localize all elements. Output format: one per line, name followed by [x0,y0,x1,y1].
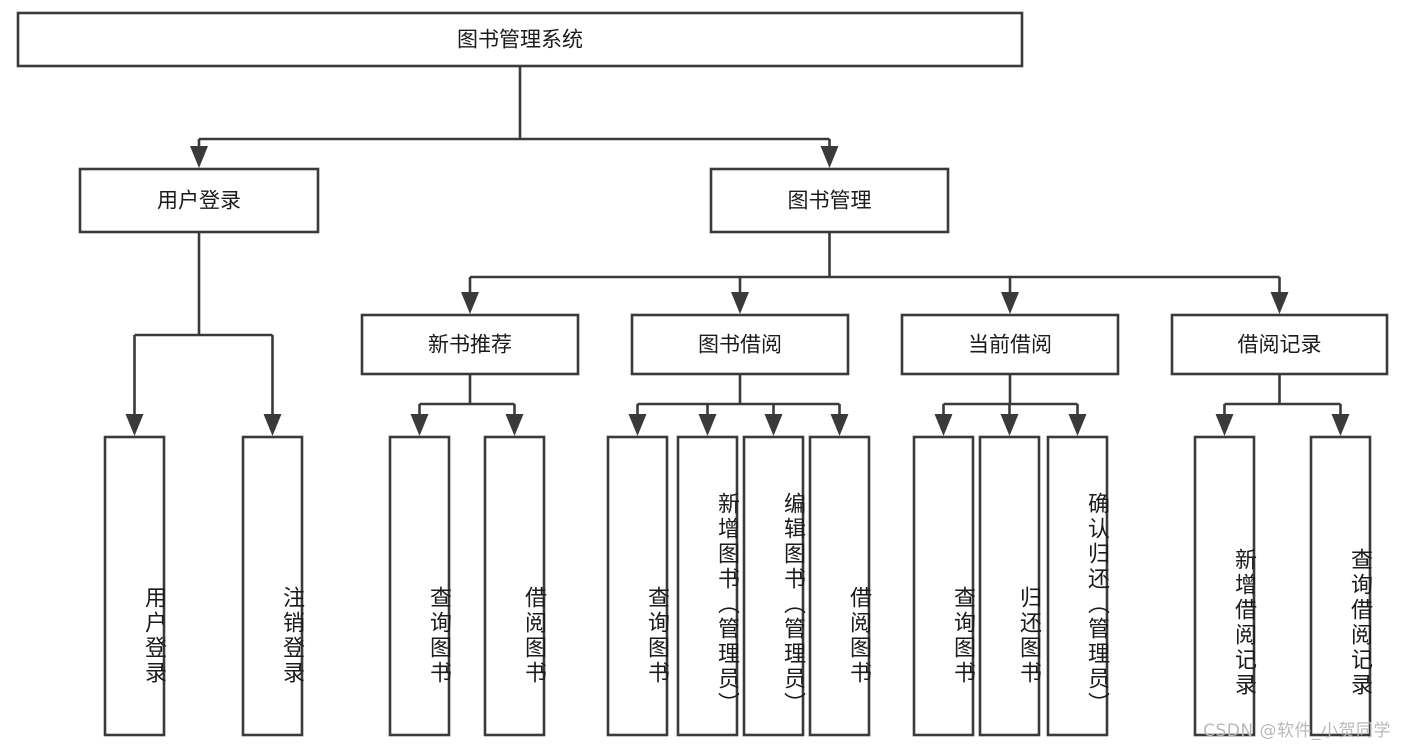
node-leaf-user-login[interactable] [103,435,166,737]
watermark: CSDN @软件_小贺同学 [1203,721,1391,741]
node-leaf-confirm-return[interactable] [1046,435,1109,737]
node-current-borrow[interactable] [900,313,1120,376]
node-label-root: 图书管理系统 [457,28,583,52]
node-leaf-query-book-c[interactable] [912,435,975,737]
level2-box[interactable] [630,313,850,376]
leaf-box[interactable] [742,435,805,737]
level2-box[interactable] [360,313,580,376]
leaf-box[interactable] [483,435,546,737]
leaf-box[interactable] [103,435,166,737]
connector-book-borrow [628,374,849,436]
node-leaf-return-book[interactable] [978,435,1041,737]
leaf-box[interactable] [1309,435,1372,737]
node-borrow-record[interactable] [1170,313,1389,376]
node-book-manage[interactable] [709,167,950,234]
connector-layer [125,66,1350,436]
node-label-book-borrow: 图书借阅 [698,333,782,357]
node-leaf-query-book-rec[interactable] [388,435,451,737]
connector-current-borrow [934,374,1087,436]
node-leaf-query-book-b[interactable] [606,435,669,737]
leaf-box[interactable] [1193,435,1256,737]
node-leaf-add-record[interactable] [1193,435,1256,737]
leaf-box[interactable] [1046,435,1109,737]
node-leaf-query-record[interactable] [1309,435,1372,737]
leaf-box[interactable] [676,435,739,737]
level2-box[interactable] [900,313,1120,376]
level1-box[interactable] [78,167,320,234]
node-layer [16,11,1389,737]
connector-user-login [125,232,282,436]
node-book-borrow[interactable] [630,313,850,376]
node-user-login[interactable] [78,167,320,234]
node-leaf-borrow-book-b[interactable] [808,435,871,737]
leaf-box[interactable] [388,435,451,737]
root-box[interactable] [16,11,1024,68]
level2-box[interactable] [1170,313,1389,376]
connector-book-manage [461,232,1289,314]
connector-root [190,66,839,168]
node-new-book-recommend[interactable] [360,313,580,376]
connector-borrow-record [1215,374,1350,436]
level1-box[interactable] [709,167,950,234]
leaf-box[interactable] [978,435,1041,737]
node-leaf-edit-book[interactable] [742,435,805,737]
node-root[interactable] [16,11,1024,68]
node-label-borrow-record: 借阅记录 [1238,333,1322,357]
node-label-new-book-recommend: 新书推荐 [428,333,512,357]
node-label-book-manage: 图书管理 [788,189,872,213]
leaf-box[interactable] [241,435,304,737]
node-leaf-add-book[interactable] [676,435,739,737]
node-leaf-logout[interactable] [241,435,304,737]
node-label-user-login: 用户登录 [157,189,241,213]
leaf-box[interactable] [912,435,975,737]
connector-new-book-recommend [410,374,524,436]
node-label-current-borrow: 当前借阅 [968,333,1052,357]
leaf-box[interactable] [808,435,871,737]
leaf-box[interactable] [606,435,669,737]
node-leaf-borrow-book-rec[interactable] [483,435,546,737]
